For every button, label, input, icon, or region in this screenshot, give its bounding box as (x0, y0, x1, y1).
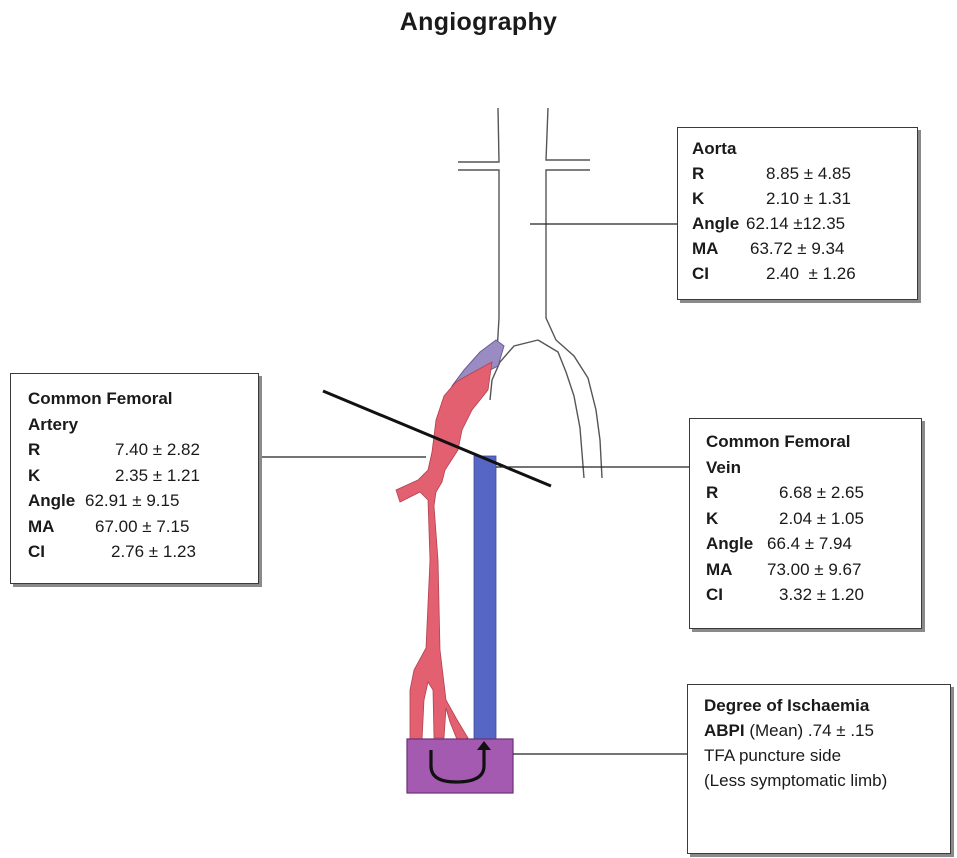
stat-value: 67.00 ± 7.15 (95, 514, 189, 540)
stat-value: 7.40 ± 2.82 (115, 437, 200, 463)
femoral-vein (474, 456, 496, 742)
stat-row: R 6.68 ± 2.65 (706, 480, 921, 506)
stat-value: 62.14 ±12.35 (746, 211, 845, 236)
stat-value: 6.68 ± 2.65 (779, 480, 864, 506)
artery-heading: Common Femoral (28, 386, 258, 412)
stat-row: K 2.10 ± 1.31 (692, 186, 917, 211)
stat-value: 2.35 ± 1.21 (115, 463, 200, 489)
stat-key: MA (28, 514, 83, 540)
stat-row: MA 67.00 ± 7.15 (28, 514, 258, 540)
vein-stats-box: Common Femoral Vein R 6.68 ± 2.65 K 2.04 ±… (689, 418, 922, 629)
ischaemia-heading: Degree of Ischaemia (704, 693, 950, 718)
stat-key: Angle (706, 531, 761, 557)
stat-key: R (706, 480, 761, 506)
stat-key: CI (706, 582, 761, 608)
stat-row: R 8.85 ± 4.85 (692, 161, 917, 186)
stat-row: CI 3.32 ± 1.20 (706, 582, 921, 608)
aorta-outline (458, 108, 602, 478)
stat-key: R (28, 437, 83, 463)
stat-key: Angle (28, 488, 83, 514)
abpi-label: ABPI (704, 721, 745, 740)
stat-value: 8.85 ± 4.85 (766, 161, 851, 186)
stat-key: MA (692, 236, 746, 261)
stat-value: 2.04 ± 1.05 (779, 506, 864, 532)
stat-key: K (692, 186, 746, 211)
stat-key: MA (706, 557, 761, 583)
stat-value: 63.72 ± 9.34 (750, 236, 844, 261)
abpi-line: ABPI (Mean) .74 ± .15 (704, 718, 950, 743)
abpi-value: (Mean) .74 ± .15 (745, 721, 874, 740)
limb-note-text: (Less symptomatic limb) (704, 768, 950, 793)
stat-row: CI 2.40 ± 1.26 (692, 261, 917, 286)
stat-key: K (706, 506, 761, 532)
stat-value: 2.40 ± 1.26 (766, 261, 856, 286)
stat-row: R 7.40 ± 2.82 (28, 437, 258, 463)
vein-heading-2: Vein (706, 455, 921, 481)
stat-row: CI 2.76 ± 1.23 (28, 539, 258, 565)
stat-row: K 2.04 ± 1.05 (706, 506, 921, 532)
ischaemia-box: Degree of Ischaemia ABPI (Mean) .74 ± .1… (687, 684, 951, 854)
stat-key: CI (28, 539, 83, 565)
aorta-heading: Aorta (692, 136, 917, 161)
stat-value: 62.91 ± 9.15 (85, 488, 179, 514)
artery-heading-2: Artery (28, 412, 258, 438)
stat-value: 73.00 ± 9.67 (767, 557, 861, 583)
stat-key: K (28, 463, 83, 489)
artery-stats-box: Common Femoral Artery R 7.40 ± 2.82 K 2.35… (10, 373, 259, 584)
stat-key: CI (692, 261, 746, 286)
puncture-site (407, 739, 513, 793)
page-title: Angiography (0, 8, 957, 37)
stat-value: 2.76 ± 1.23 (111, 539, 196, 565)
stat-key: R (692, 161, 746, 186)
stat-key: Angle (692, 211, 746, 236)
stat-value: 3.32 ± 1.20 (779, 582, 864, 608)
stat-value: 2.10 ± 1.31 (766, 186, 851, 211)
stat-value: 66.4 ± 7.94 (767, 531, 852, 557)
puncture-side-text: TFA puncture side (704, 743, 950, 768)
vein-heading: Common Femoral (706, 429, 921, 455)
stat-row: K 2.35 ± 1.21 (28, 463, 258, 489)
